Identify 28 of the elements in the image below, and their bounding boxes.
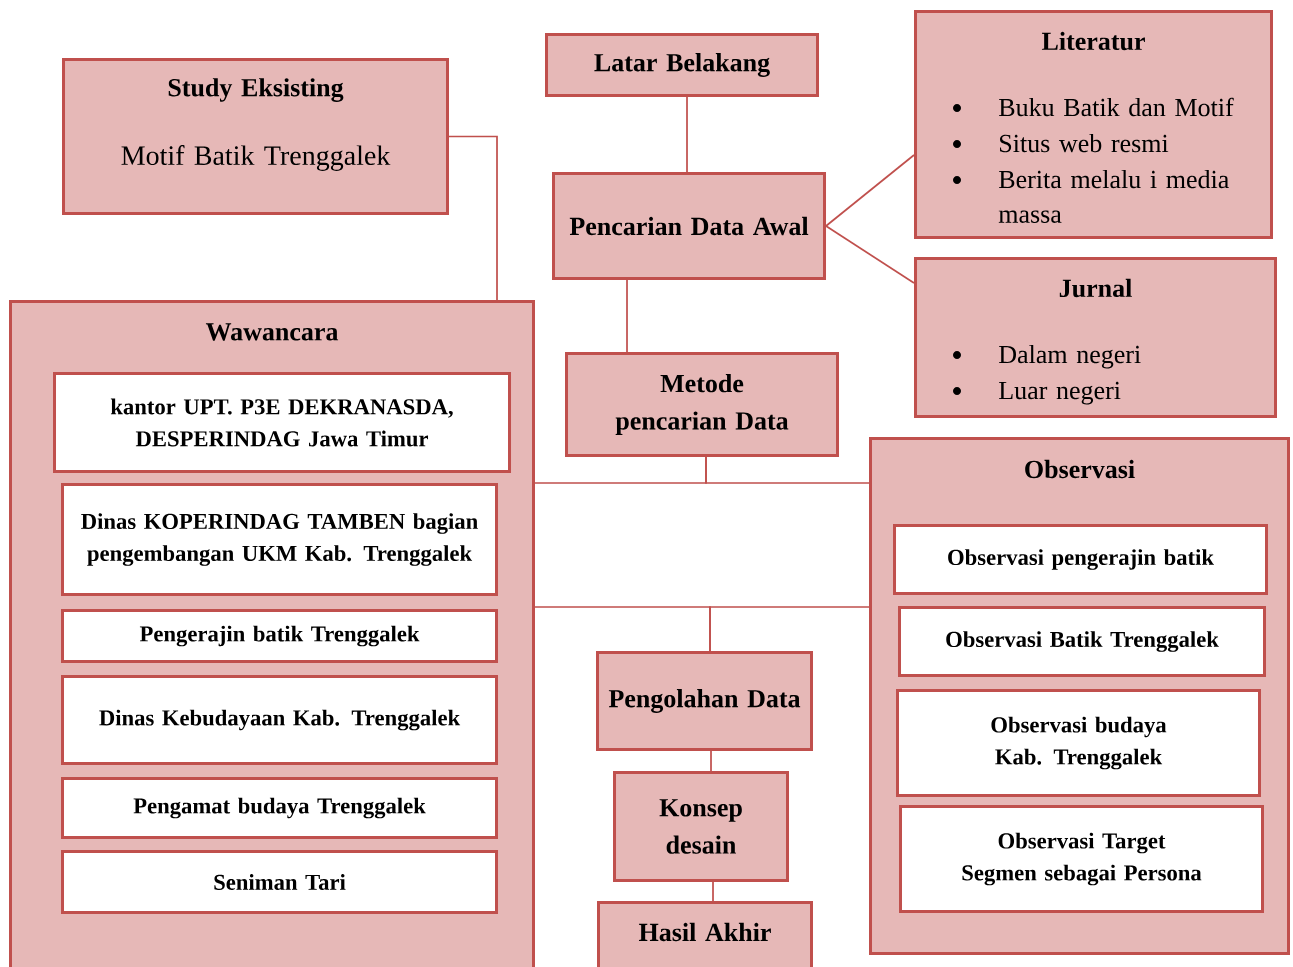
process-box: Study Eksisting Motif Batik Trenggalek [62, 58, 449, 215]
connector-line [712, 881, 714, 902]
item-box: Pengerajin batik Trenggalek [61, 609, 498, 663]
item-box: Dinas Kebudayaan Kab. Trenggalek [61, 675, 498, 765]
item-box: kantor UPT. P3E DEKRANASDA, DESPERINDAG Jawa Timur [53, 372, 511, 473]
item-box: Observasi Batik Trenggalek [898, 606, 1266, 677]
item-box: Pengamat budaya Trenggalek [61, 777, 498, 839]
process-box: Literatur Buku Batik dan Motif Situs web resmi Berita melalu i media massa [914, 10, 1273, 239]
connector-line [626, 279, 628, 353]
connector-line [825, 154, 915, 227]
connector-line [710, 750, 712, 772]
process-box: Pengolahan Data [596, 651, 813, 751]
connector-line [686, 96, 688, 173]
item-box: Observasi pengerajin batik [893, 524, 1268, 595]
connector-line [705, 456, 870, 484]
connector-line [709, 606, 870, 652]
process-box: Latar Belakang [545, 33, 819, 97]
process-box: Hasil Akhir [597, 901, 813, 967]
connector-line [448, 135, 498, 301]
connector-line [825, 225, 915, 284]
item-box: Observasi budaya Kab. Trenggalek [896, 689, 1261, 797]
process-box: Metode pencarian Data [565, 352, 839, 457]
item-box: Seniman Tari [61, 850, 498, 914]
process-box: Konsep desain [613, 771, 789, 882]
process-box: Jurnal Dalam negeri Luar negeri [914, 257, 1277, 418]
item-box: Observasi Target Segmen sebagai Persona [899, 805, 1264, 913]
item-box: Dinas KOPERINDAG TAMBEN bagian pengembangan UKM Kab. Trenggalek [61, 483, 498, 596]
process-box: Pencarian Data Awal [552, 172, 826, 280]
